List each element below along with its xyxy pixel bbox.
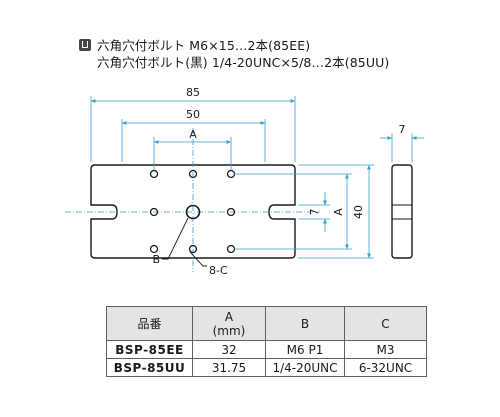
note-text-2: 六角穴付ボルト(黒) 1/4-20UNC×5/8…2本(85UU) [97, 55, 390, 70]
note-row-1: 六角穴付ボルト M6×15…2本(85EE) [79, 36, 389, 53]
hole-top-left [149, 169, 159, 179]
hole-bottom-center [188, 244, 198, 254]
cell-c: 6-32UNC [344, 358, 427, 377]
dim-height-label: 40 [352, 205, 365, 219]
hole-bottom-right [226, 244, 236, 254]
technical-drawing: 85 50 A 7 A 40 [65, 86, 424, 277]
header-a-label: A [224, 309, 234, 324]
header-a-unit: (mm) [212, 323, 246, 338]
cell-b: 1/4-20UNC [265, 358, 345, 377]
spec-table: 品番 A (mm) B C BSP-85EE 32 M6 P1 M3 BSP-8… [106, 306, 427, 377]
header-model: 品番 [106, 306, 193, 341]
cell-a: 32 [192, 340, 266, 359]
hex-bolt-icon [79, 38, 91, 51]
dim-pitch-a-vertical [234, 173, 352, 250]
cell-model: BSP-85UU [106, 358, 193, 377]
dim-height [298, 164, 374, 259]
dim-thickness [380, 133, 424, 162]
cell-a: 31.75 [192, 358, 266, 377]
holes [149, 169, 236, 254]
header-a: A (mm) [192, 306, 266, 341]
dim-inner-width-label: 50 [186, 108, 200, 121]
cell-model: BSP-85EE [106, 340, 193, 359]
plate-side-view [391, 164, 413, 259]
centerlines [65, 128, 320, 272]
dim-inner-width [121, 119, 266, 162]
hole-top-center [188, 169, 198, 179]
dim-pitch-a-horizontal [153, 137, 232, 170]
dim-pitch-a-vertical-label: A [332, 208, 345, 216]
hole-center-large [185, 204, 201, 220]
header-b: B [265, 306, 345, 341]
table-row: BSP-85EE 32 M6 P1 M3 [106, 340, 427, 359]
dim-slot-width-label: 7 [308, 209, 321, 216]
plate-outline [90, 164, 296, 259]
callout-c-label: 8-C [209, 264, 228, 277]
note-text-1: 六角穴付ボルト M6×15…2本(85EE) [97, 38, 311, 53]
dim-total-length [90, 96, 296, 162]
callout-b-label: B [152, 253, 160, 266]
bolt-notes: 六角穴付ボルト M6×15…2本(85EE) 六角穴付ボルト(黒) 1/4-20… [79, 36, 389, 70]
leaders [162, 217, 207, 267]
dim-pitch-a-horizontal-label: A [189, 128, 197, 141]
dim-thickness-label: 7 [399, 123, 406, 136]
table-row: BSP-85UU 31.75 1/4-20UNC 6-32UNC [106, 358, 427, 377]
hole-mid-left [149, 207, 159, 217]
note-row-2: 六角穴付ボルト(黒) 1/4-20UNC×5/8…2本(85UU) [79, 53, 389, 70]
dim-total-length-label: 85 [186, 86, 200, 99]
cell-b: M6 P1 [265, 340, 345, 359]
dim-slot-width [298, 192, 330, 232]
header-c: C [344, 306, 427, 341]
hole-mid-right [226, 207, 236, 217]
spec-table-header: 品番 A (mm) B C [106, 306, 427, 341]
hole-top-right [226, 169, 236, 179]
cell-c: M3 [344, 340, 427, 359]
hole-bottom-left [149, 244, 159, 254]
